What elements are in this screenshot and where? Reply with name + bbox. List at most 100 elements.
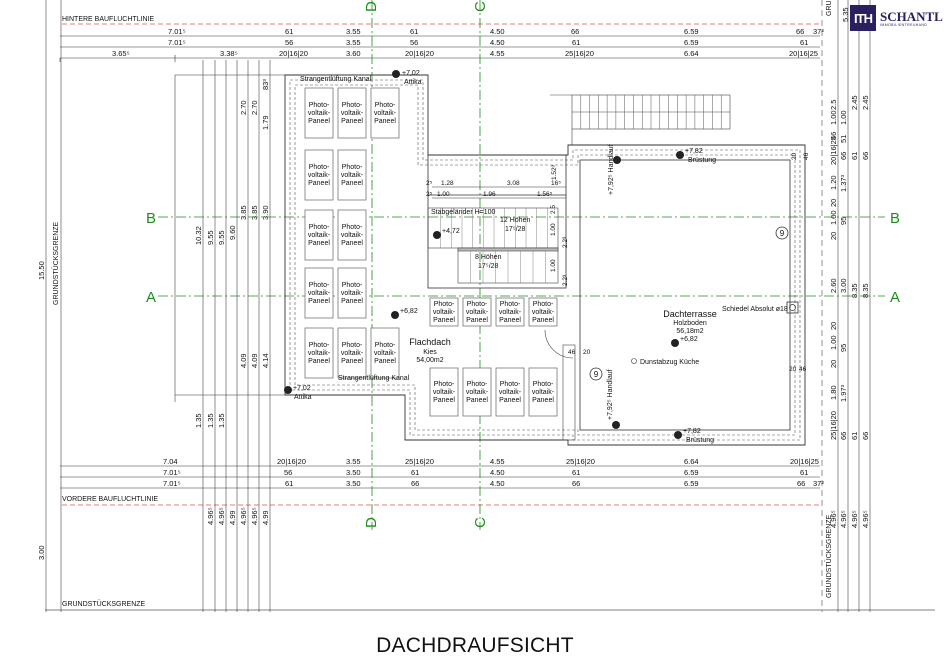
pv-panel: Photo-voltaik-Paneel <box>337 209 367 261</box>
dim-text: 9.60 <box>228 225 237 240</box>
pv-panel-label: voltaik- <box>308 290 331 297</box>
dim-text: 66 <box>411 479 419 488</box>
dim-text: 46 <box>799 366 807 373</box>
pv-panel: Photo-voltaik-Paneel <box>337 267 367 319</box>
pv-panel-label: Photo- <box>342 164 363 171</box>
dim-text: 66 <box>861 152 870 160</box>
level-marker-icon <box>671 339 679 347</box>
dim-text: 3.85 <box>250 205 259 220</box>
dim-text: 1.97³ <box>839 384 848 402</box>
pv-panel-group: Photo-voltaik-PaneelPhoto-voltaik-Paneel… <box>304 87 558 417</box>
external-stair <box>550 94 731 145</box>
pv-panel-label: voltaik- <box>532 389 555 396</box>
dim-text: 2.70 <box>250 100 259 115</box>
dim-text: 61 <box>850 432 859 440</box>
vent-label-top: Strangentlüftung Kanal <box>300 76 372 83</box>
dim-text: 3.00 <box>37 545 46 560</box>
dim-text: 20|16|25 <box>789 49 818 58</box>
pv-panel: Photo-voltaik-Paneel <box>429 297 459 327</box>
dim-text: 1.79 <box>261 115 270 130</box>
dim-text: 4.99 <box>261 510 270 525</box>
dim-text: 3.00 <box>839 278 848 293</box>
pv-panel-label: Photo- <box>434 301 455 308</box>
left-dimension-lines <box>174 60 285 612</box>
pv-panel-label: Photo- <box>500 301 521 308</box>
dim-text: 66 <box>796 27 804 36</box>
dim-text: 66 <box>572 479 580 488</box>
marker-9-icon <box>775 226 789 240</box>
terrace-dimensions: 20 46 46 20 20 46 <box>568 152 810 373</box>
dachterrasse-label: Dachterrasse Holzboden 56,18m2 <box>663 309 717 335</box>
dim-text: 1.35 <box>206 413 215 428</box>
pv-panel-label: Paneel <box>433 397 455 404</box>
dim-text: 6.59 <box>684 468 699 477</box>
dim-text: 4.09 <box>250 353 259 368</box>
vent-label-bottom: Strangentlüftung Kanal <box>338 375 410 382</box>
dim-text: 20|16|20 <box>279 49 308 58</box>
level-flachdach: +6,82 <box>400 308 418 315</box>
pv-panel-label: voltaik- <box>374 110 397 117</box>
marker-9-icon <box>589 367 603 381</box>
dim-text: 1.00 <box>839 110 848 125</box>
level-marker-icon <box>612 421 620 429</box>
dim-text: 1.35 <box>194 413 203 428</box>
dim-text: 4.55 <box>490 49 505 58</box>
pv-panel-label: voltaik- <box>341 172 364 179</box>
pv-panel-label: Photo- <box>309 282 330 289</box>
axis-label-c-top: C <box>472 1 489 12</box>
pv-panel-label: Photo- <box>309 164 330 171</box>
bottom-dimension-texts: 7.04 20|16|20 3.55 25|16|20 4.55 25|16|2… <box>163 457 824 488</box>
dim-text: 1.00 <box>829 210 838 225</box>
dim-text: 2.45 <box>850 95 859 110</box>
dim-text: 8.35 <box>861 283 870 298</box>
axis-label-d-bottom: D <box>363 517 380 528</box>
dim-text: 6.59 <box>684 479 699 488</box>
dim-text: 61 <box>572 468 580 477</box>
pv-panel-label: voltaik- <box>532 309 555 316</box>
dim-text: 95 <box>839 344 848 352</box>
property-line-right-label: GRUNDSTÜCKSGRENZE <box>825 514 833 598</box>
level-marker-icon <box>674 431 682 439</box>
stair-upper-ratio: 17⁵/28 <box>505 226 526 233</box>
dim-text: 20|16|25 <box>829 136 838 165</box>
stair-lower-ratio: 17⁵/28 <box>478 263 499 270</box>
top-dimension-texts: 7.01⁵ 61 3.55 61 4.50 66 6.59 66 37² 7.0… <box>112 27 824 58</box>
brustung-label-bottom: Brüstung <box>686 437 714 444</box>
pv-panel-label: Photo- <box>309 342 330 349</box>
dim-text: 20|16|20 <box>277 457 306 466</box>
pv-panel: Photo-voltaik-Paneel <box>495 367 525 417</box>
marker-9-text: 9 <box>780 229 785 238</box>
dim-text: 61 <box>410 27 418 36</box>
handrail-top: +7,92⁵ Handlauf <box>608 144 615 195</box>
dim-text: 61 <box>572 38 580 47</box>
pv-panel-label: voltaik- <box>466 309 489 316</box>
level-brustung-bottom: +7,82 <box>683 428 701 435</box>
level-brustung-top: +7,82 <box>685 148 703 155</box>
dim-text: 61 <box>285 479 293 488</box>
dim-text: 4.96⁵ <box>839 510 848 528</box>
level-marker-icon <box>392 70 400 78</box>
level-marker-icon <box>613 156 621 164</box>
room-material: Kies <box>423 349 437 356</box>
dim-text: 56 <box>285 38 293 47</box>
pv-panel: Photo-voltaik-Paneel <box>429 367 459 417</box>
hood-label: Dunstabzug Küche <box>640 359 699 366</box>
bottom-dimension-lines <box>60 465 820 489</box>
dim-text: 1.00 <box>550 223 557 236</box>
dim-text: 4.55 <box>490 457 505 466</box>
dim-text: 10.32 <box>194 226 203 245</box>
dim-text: 4.96⁵ <box>850 510 859 528</box>
stair-treads <box>580 95 722 129</box>
dim-text: 2.70 <box>239 100 248 115</box>
property-line-label: GRUNDSTÜCKSGRENZE <box>62 600 146 608</box>
axis-label-b-right: B <box>890 210 900 227</box>
dim-text: 4.50 <box>490 38 505 47</box>
level-terrasse: +6,82 <box>680 336 698 343</box>
dim-text: 4.96⁵ <box>217 507 226 525</box>
dim-text: 20 <box>791 152 798 160</box>
pv-panel-label: Paneel <box>341 180 363 187</box>
pv-panel-label: Paneel <box>308 118 330 125</box>
dim-text: 20 <box>829 322 838 330</box>
dim-text: 61 <box>285 27 293 36</box>
dim-text: 66 <box>571 27 579 36</box>
